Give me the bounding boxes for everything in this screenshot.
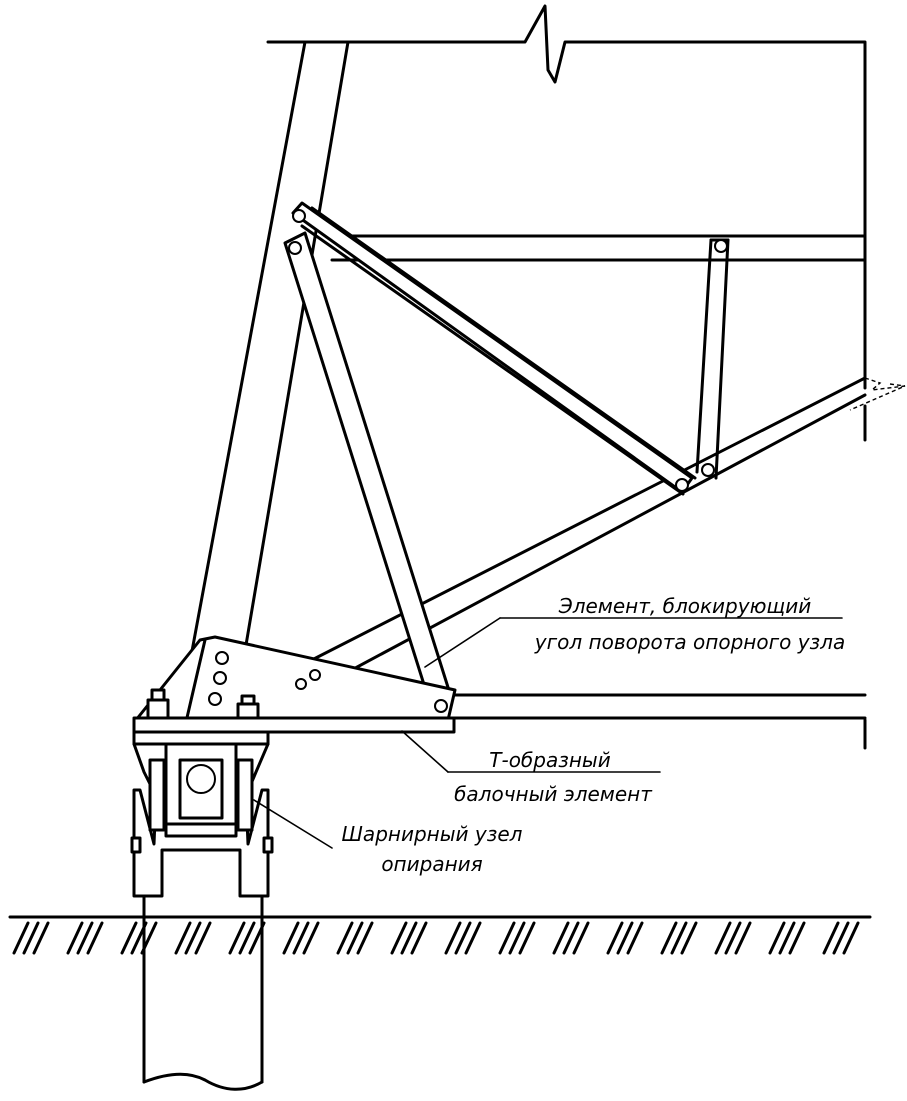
ground-hatch-stroke bbox=[76, 921, 94, 955]
ground-hatch-stroke bbox=[356, 921, 374, 955]
ground-hatch-stroke bbox=[140, 921, 158, 955]
ground-hatch-stroke bbox=[606, 921, 624, 955]
ground-hatch-stroke bbox=[768, 921, 786, 955]
frame-outline bbox=[266, 4, 867, 750]
ground-hatch-stroke bbox=[552, 921, 570, 955]
ground-hatch-stroke bbox=[400, 921, 418, 955]
ground-hatch-stroke bbox=[670, 921, 688, 955]
diagonal-brace-upper bbox=[291, 201, 697, 496]
ground-hatch-stroke bbox=[616, 921, 634, 955]
ground-hatch-stroke bbox=[130, 921, 148, 955]
ground-hatch-stroke bbox=[248, 921, 266, 955]
ground-hatch-stroke bbox=[292, 921, 310, 955]
ground-hatch-stroke bbox=[454, 921, 472, 955]
upper-horizontal-beam bbox=[330, 234, 867, 262]
ground-hatch-stroke bbox=[336, 921, 354, 955]
ground-hatch-stroke bbox=[508, 921, 526, 955]
ground-hatch-stroke bbox=[734, 921, 752, 955]
ground-hatch-stroke bbox=[572, 921, 590, 955]
ground-hatch-stroke bbox=[444, 921, 462, 955]
label-t-beam-line2: балочный элемент bbox=[454, 782, 652, 806]
vertical-brace bbox=[695, 238, 730, 480]
ground-hatch-stroke bbox=[22, 921, 40, 955]
ground-hatch-stroke bbox=[464, 921, 482, 955]
ground-hatch-stroke bbox=[498, 921, 516, 955]
ground-hatch-stroke bbox=[282, 921, 300, 955]
ground-hatch-stroke bbox=[120, 921, 138, 955]
ground-hatch-stroke bbox=[194, 921, 212, 955]
label-blocking-element-line2: угол поворота опорного узла bbox=[534, 630, 846, 654]
ground-hatch-stroke bbox=[626, 921, 644, 955]
ground-line bbox=[8, 915, 872, 955]
leader-blocking-element bbox=[424, 617, 843, 668]
label-hinge-line1: Шарнирный узел bbox=[341, 822, 523, 846]
ground-hatch-stroke bbox=[228, 921, 246, 955]
ground-hatch-stroke bbox=[660, 921, 678, 955]
ground-hatch-stroke bbox=[66, 921, 84, 955]
ground-hatch-stroke bbox=[842, 921, 860, 955]
ground-hatch-stroke bbox=[302, 921, 320, 955]
ground-hatch-stroke bbox=[410, 921, 428, 955]
inclined-column bbox=[180, 40, 350, 707]
anchor-bolts bbox=[146, 688, 260, 720]
ground-hatch-stroke bbox=[12, 921, 30, 955]
ground-hatch-stroke bbox=[822, 921, 840, 955]
ground-hatch-stroke bbox=[518, 921, 536, 955]
ground-hatch-stroke bbox=[174, 921, 192, 955]
hinge-node bbox=[130, 742, 274, 898]
t-beam-base bbox=[132, 716, 456, 746]
label-hinge-line2: опирания bbox=[381, 852, 483, 876]
ground-hatch-stroke bbox=[832, 921, 850, 955]
ground-hatch-stroke bbox=[184, 921, 202, 955]
label-t-beam-line1: Т-образный bbox=[489, 748, 611, 772]
ground-hatch-stroke bbox=[86, 921, 104, 955]
ground-hatch-stroke bbox=[346, 921, 364, 955]
ground-hatch-stroke bbox=[390, 921, 408, 955]
ground-hatch-stroke bbox=[32, 921, 50, 955]
leader-t-beam bbox=[401, 730, 661, 773]
lower-horizontal-beam bbox=[430, 693, 867, 720]
ground-hatch-stroke bbox=[562, 921, 580, 955]
ground-hatch-stroke bbox=[238, 921, 256, 955]
bolt-holes bbox=[208, 209, 728, 713]
ground-hatch-stroke bbox=[788, 921, 806, 955]
gusset-plate bbox=[134, 635, 457, 724]
ground-hatch-stroke bbox=[724, 921, 742, 955]
label-blocking-element-line1: Элемент, блокирующий bbox=[558, 594, 812, 618]
leader-hinge bbox=[253, 799, 333, 849]
ground-hatch-stroke bbox=[778, 921, 796, 955]
ground-hatch-stroke bbox=[680, 921, 698, 955]
ground-hatch-stroke bbox=[714, 921, 732, 955]
